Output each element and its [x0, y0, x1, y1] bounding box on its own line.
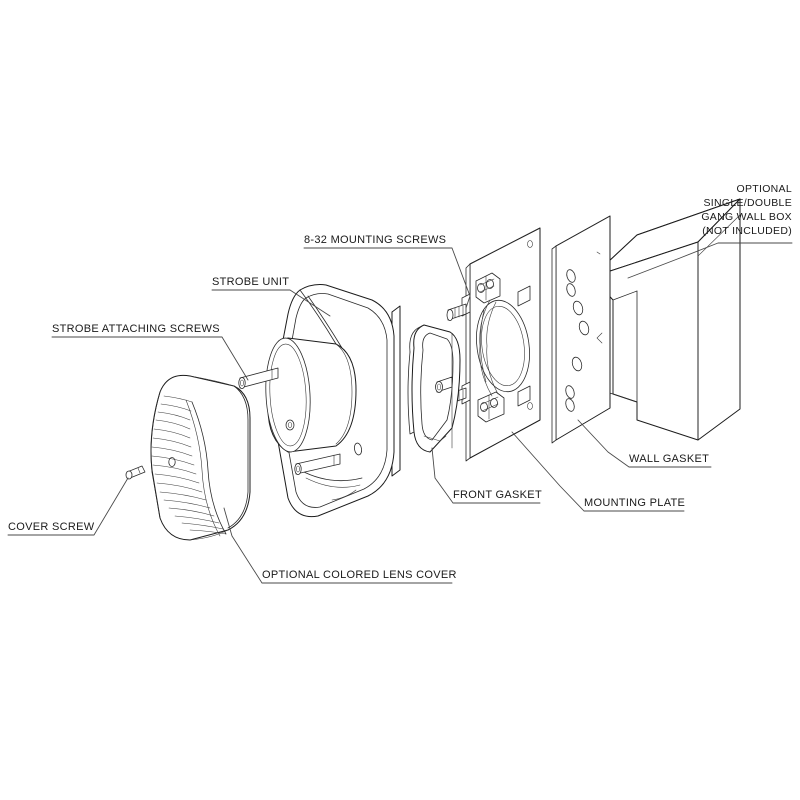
leader-strobe-attaching-screws [51, 336, 249, 381]
leader-front-gasket [431, 447, 541, 504]
part-strobe-attaching-screw-top [238, 367, 279, 389]
leader-strobe-unit [211, 289, 331, 317]
callout-wall-box-line-2: SINGLE/DOUBLE [703, 197, 792, 209]
callout-wall-box-line-4: (NOT INCLUDED) [702, 225, 792, 237]
callout-wall-box-line-1: OPTIONAL [737, 183, 793, 195]
part-strobe-attaching-screw-bottom [294, 453, 341, 475]
part-cover-screw [125, 465, 146, 480]
part-wall-gasket [551, 215, 611, 444]
callout-cover-screw: COVER SCREW [8, 521, 95, 533]
part-front-gasket [407, 324, 461, 453]
callout-wall-box-line-3: GANG WALL BOX [701, 211, 792, 223]
leader-mounting-screws [303, 247, 471, 309]
leader-lines [7, 242, 793, 584]
part-wall-box [591, 198, 741, 441]
callout-mounting-plate: MOUNTING PLATE [584, 497, 685, 509]
callout-mounting-screws: 8-32 MOUNTING SCREWS [304, 234, 446, 246]
callout-front-gasket: FRONT GASKET [453, 489, 542, 501]
leader-lens-cover [223, 507, 453, 584]
callout-optional-wall-box: OPTIONAL SINGLE/DOUBLE GANG WALL BOX (NO… [701, 183, 793, 237]
part-lens-cover [150, 374, 251, 541]
leader-mounting-plate [511, 431, 685, 512]
part-mounting-screw-upper [446, 303, 467, 321]
leader-wall-gasket [577, 419, 712, 468]
leader-cover-screw [7, 477, 129, 536]
callout-wall-gasket: WALL GASKET [629, 453, 709, 465]
part-strobe-unit [265, 284, 401, 518]
callout-strobe-attaching-screws: STROBE ATTACHING SCREWS [52, 323, 220, 335]
part-mounting-plate [461, 227, 541, 462]
callout-optional-colored-lens-cover: OPTIONAL COLORED LENS COVER [262, 569, 457, 581]
callout-strobe-unit: STROBE UNIT [212, 276, 289, 288]
leader-wall-box [627, 242, 793, 279]
